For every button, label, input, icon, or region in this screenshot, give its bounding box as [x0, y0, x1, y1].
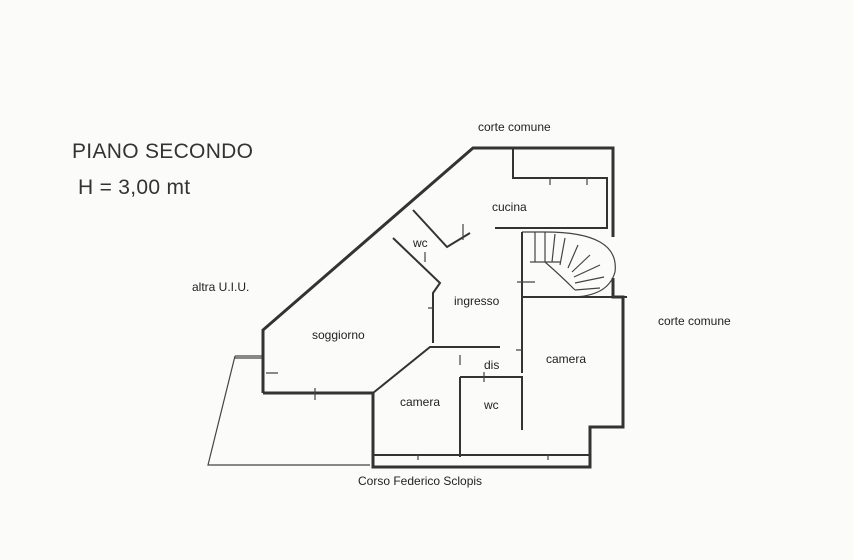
- room-camera: camera: [546, 352, 587, 366]
- door-marks: [266, 177, 588, 460]
- label-street: Corso Federico Sclopis: [358, 474, 483, 488]
- terrace-outline: [207, 355, 370, 466]
- label-corte-right: corte comune: [658, 314, 731, 328]
- room-soggiorno: soggiorno: [312, 328, 365, 342]
- room-cucina: cucina: [492, 200, 527, 214]
- outer-wall: [261, 146, 625, 469]
- internal-walls: [372, 148, 627, 457]
- label-corte-top: corte comune: [478, 120, 551, 134]
- room-dis: dis: [484, 358, 500, 372]
- spiral-staircase: [522, 231, 616, 298]
- room-wc: wc: [413, 236, 428, 250]
- room-ingresso: ingresso: [454, 294, 500, 308]
- room-wc: wc: [484, 398, 499, 412]
- room-camera: camera: [400, 395, 441, 409]
- ceiling-height: H = 3,00 mt: [78, 176, 191, 199]
- label-altra-uiu: altra U.I.U.: [192, 280, 250, 294]
- plan-title: PIANO SECONDO: [72, 140, 254, 163]
